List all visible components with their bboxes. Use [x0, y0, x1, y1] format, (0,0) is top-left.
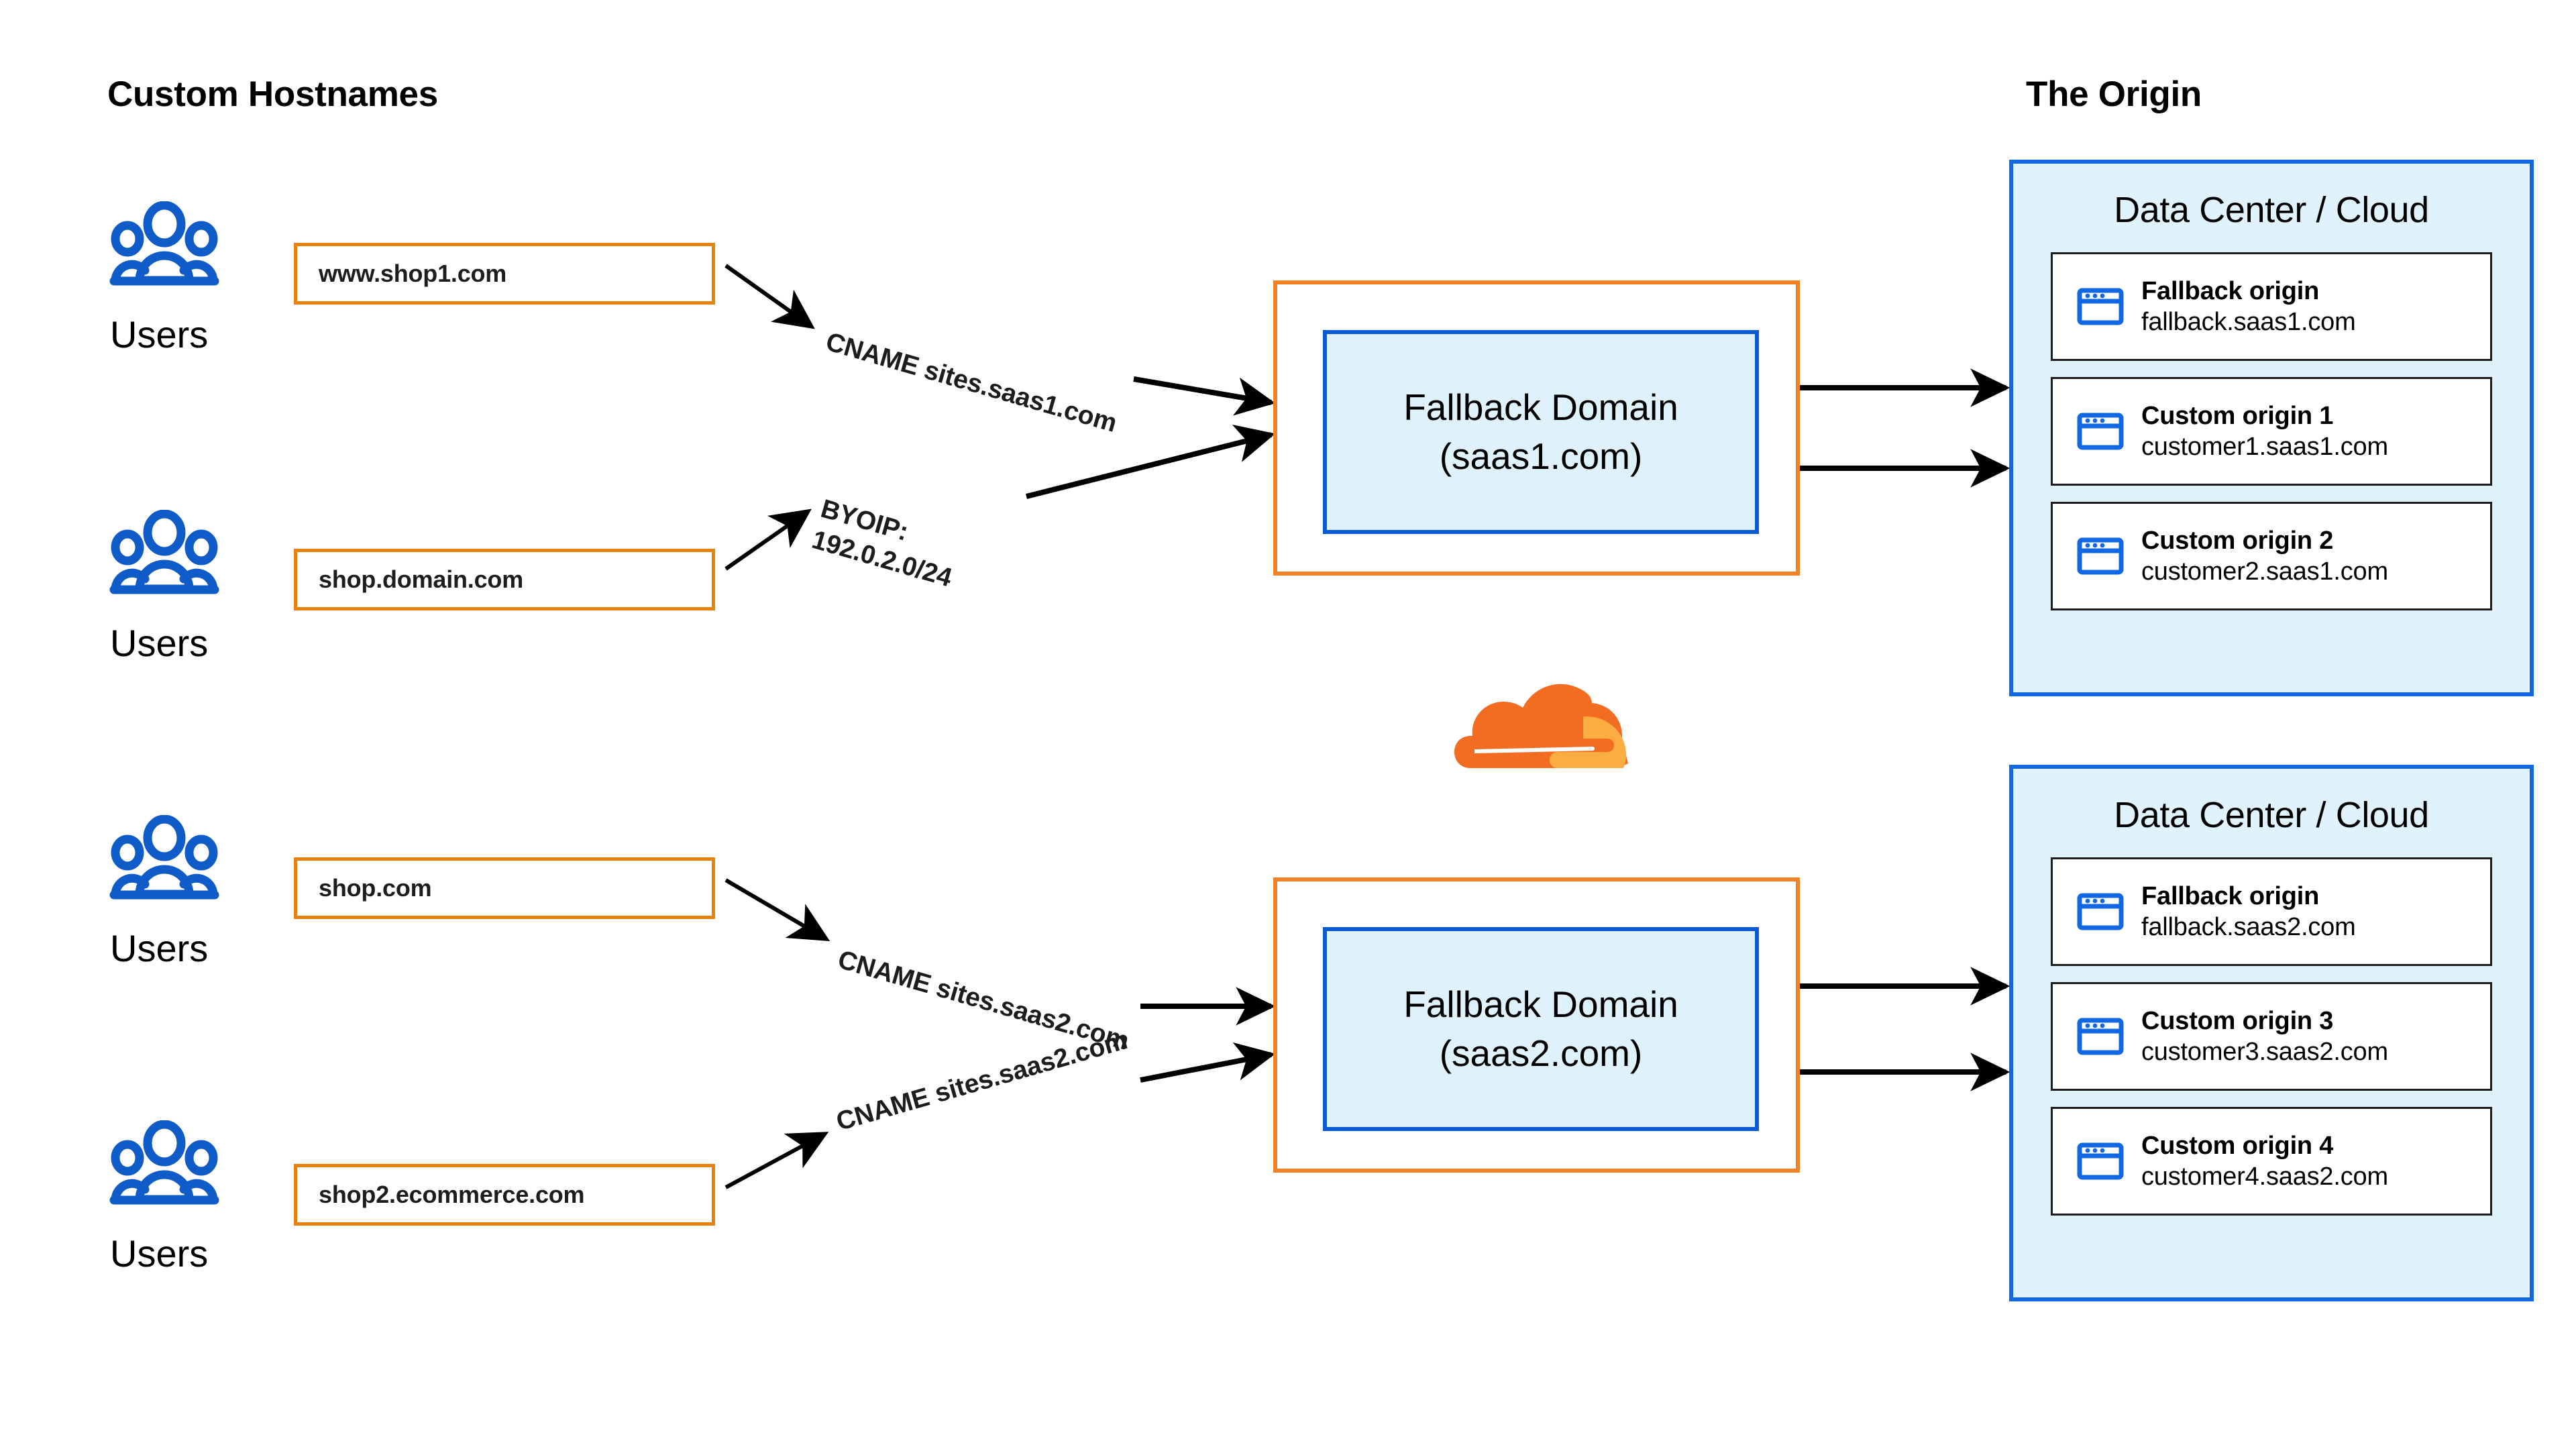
origin-column-title: The Origin	[2026, 74, 2202, 114]
data-center-box-1: Data Center / Cloud Fallback origin fall…	[2009, 160, 2534, 696]
custom-hostname-value: shop.com	[319, 874, 432, 902]
users-icon	[107, 1120, 309, 1218]
origin-card[interactable]: Fallback origin fallback.saas2.com	[2051, 857, 2492, 966]
origin-name: Fallback origin	[2141, 881, 2320, 910]
origin-hostname: fallback.saas1.com	[2141, 308, 2356, 336]
custom-hostname-box-2[interactable]: shop.domain.com	[294, 549, 715, 610]
data-center-box-2: Data Center / Cloud Fallback origin fall…	[2009, 765, 2534, 1301]
browser-window-icon	[2077, 286, 2124, 330]
arrow-label-to-fallback2-b	[1140, 1042, 1276, 1083]
users-label: Users	[110, 622, 209, 664]
edge-label-byoip: BYOIP: 192.0.2.0/24	[808, 493, 964, 594]
users-group-3: Users	[107, 814, 309, 969]
custom-hostname-box-1[interactable]: www.shop1.com	[294, 243, 715, 305]
custom-hostname-box-3[interactable]: shop.com	[294, 857, 715, 919]
fallback-domain-outer-1: Fallback Domain (saas1.com)	[1273, 280, 1800, 576]
origin-hostname: fallback.saas2.com	[2141, 913, 2356, 941]
users-group-1: Users	[107, 201, 309, 354]
custom-hostname-value: shop.domain.com	[319, 566, 524, 593]
users-label: Users	[110, 313, 209, 356]
origin-card[interactable]: Fallback origin fallback.saas1.com	[2051, 252, 2492, 361]
origin-list: Fallback origin fallback.saas1.com Custo…	[2013, 252, 2530, 610]
data-center-title: Data Center / Cloud	[2114, 190, 2429, 230]
custom-hostname-box-4[interactable]: shop2.ecommerce.com	[294, 1164, 715, 1226]
origin-texts: Custom origin 3 customer3.saas2.com	[2141, 1006, 2388, 1068]
users-label: Users	[110, 927, 209, 969]
origin-card[interactable]: Custom origin 4 customer4.saas2.com	[2051, 1107, 2492, 1216]
fallback-domain-box-1[interactable]: Fallback Domain (saas1.com)	[1323, 330, 1759, 534]
origin-hostname: customer1.saas1.com	[2141, 433, 2388, 461]
edge-label-text: CNAME sites.saas1.com	[822, 327, 1120, 438]
arrow-hostname2-to-label	[724, 508, 812, 571]
browser-window-icon	[2077, 892, 2124, 935]
browser-window-icon	[2077, 536, 2124, 580]
edge-label-cname-saas1: CNAME sites.saas1.com	[822, 327, 1120, 439]
arrow-hostname3-to-label	[724, 878, 830, 942]
origin-texts: Fallback origin fallback.saas1.com	[2141, 276, 2356, 338]
fallback-domain-hostname: (saas2.com)	[1439, 1032, 1643, 1074]
origin-name: Custom origin 2	[2141, 526, 2334, 555]
arrow-hostname1-to-label	[724, 264, 815, 329]
origin-name: Custom origin 1	[2141, 401, 2334, 430]
edge-label-text: CNAME sites.saas2.com	[833, 1026, 1131, 1137]
cloudflare-logo	[1417, 676, 1665, 797]
origin-hostname: customer3.saas2.com	[2141, 1038, 2388, 1066]
origin-name: Custom origin 4	[2141, 1131, 2334, 1160]
origin-texts: Custom origin 2 customer2.saas1.com	[2141, 525, 2388, 588]
origin-hostname: customer2.saas1.com	[2141, 557, 2388, 586]
origin-name: Custom origin 3	[2141, 1006, 2334, 1035]
users-label: Users	[110, 1232, 209, 1275]
users-group-2: Users	[107, 509, 309, 664]
origin-texts: Custom origin 4 customer4.saas2.com	[2141, 1130, 2388, 1193]
users-group-4: Users	[107, 1120, 309, 1273]
edge-label-cname-saas2-b: CNAME sites.saas2.com	[833, 1026, 1131, 1137]
custom-hostname-value: www.shop1.com	[319, 260, 507, 287]
origin-card[interactable]: Custom origin 3 customer3.saas2.com	[2051, 982, 2492, 1091]
fallback-domain-box-2[interactable]: Fallback Domain (saas2.com)	[1323, 927, 1759, 1131]
arrow-label-to-fallback1-b	[1026, 424, 1276, 499]
fallback-domain-title: Fallback Domain	[1403, 983, 1678, 1025]
browser-window-icon	[2077, 411, 2124, 455]
fallback-domain-hostname: (saas1.com)	[1439, 435, 1643, 477]
origin-texts: Fallback origin fallback.saas2.com	[2141, 881, 2356, 943]
arrow-hostname4-to-label	[724, 1132, 829, 1189]
origin-hostname: customer4.saas2.com	[2141, 1163, 2388, 1191]
origin-list: Fallback origin fallback.saas2.com Custo…	[2013, 857, 2530, 1216]
origin-card[interactable]: Custom origin 1 customer1.saas1.com	[2051, 377, 2492, 486]
origin-texts: Custom origin 1 customer1.saas1.com	[2141, 400, 2388, 463]
custom-hostname-value: shop2.ecommerce.com	[319, 1181, 585, 1208]
users-icon	[107, 509, 309, 607]
users-icon	[107, 201, 309, 299]
custom-hostnames-column-title: Custom Hostnames	[107, 74, 438, 114]
arrow-label-to-fallback1-a	[1133, 376, 1276, 416]
data-center-title: Data Center / Cloud	[2114, 795, 2429, 835]
fallback-domain-title: Fallback Domain	[1403, 386, 1678, 428]
origin-name: Fallback origin	[2141, 276, 2320, 305]
browser-window-icon	[2077, 1141, 2124, 1185]
users-icon	[107, 814, 309, 912]
origin-card[interactable]: Custom origin 2 customer2.saas1.com	[2051, 502, 2492, 610]
browser-window-icon	[2077, 1016, 2124, 1060]
fallback-domain-outer-2: Fallback Domain (saas2.com)	[1273, 877, 1800, 1173]
